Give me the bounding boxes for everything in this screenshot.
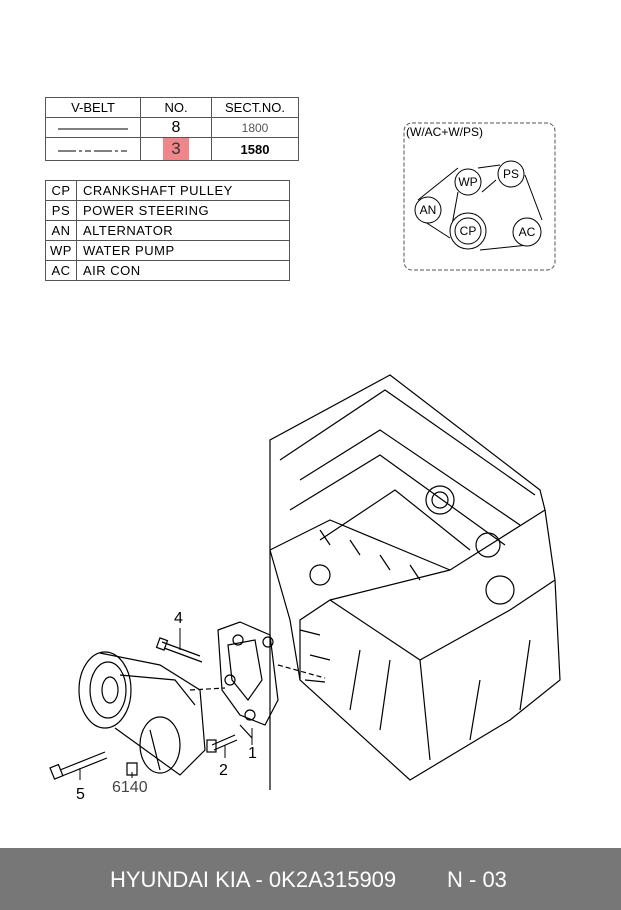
legend-code: WP bbox=[45, 240, 77, 261]
vbelt-sect-cell: 1800 bbox=[211, 117, 299, 138]
legend-code: AN bbox=[45, 220, 77, 241]
belt-routing-diagram: (W/AC+W/PS) WP PS AN CP AC bbox=[403, 122, 556, 271]
svg-text:PS: PS bbox=[503, 167, 519, 181]
svg-text:AC: AC bbox=[519, 225, 536, 239]
highlighted-part-number[interactable]: 3 bbox=[163, 138, 189, 160]
dashed-line-icon bbox=[58, 150, 128, 151]
bolts-drawing bbox=[49, 637, 253, 780]
callout-6140: 6140 bbox=[112, 779, 148, 796]
footer-bar: HYUNDAI KIA - 0K2A315909 N - 03 bbox=[0, 848, 621, 910]
engine-block-drawing bbox=[269, 374, 561, 790]
belt-diagram-title: (W/AC+W/PS) bbox=[406, 125, 483, 139]
legend-desc: WATER PUMP bbox=[75, 240, 290, 261]
legend-desc: ALTERNATOR bbox=[75, 220, 290, 241]
ac-compressor-drawing bbox=[78, 651, 226, 776]
callout-2: 2 bbox=[219, 762, 228, 779]
legend-desc: AIR CON bbox=[75, 260, 290, 281]
vbelt-col-header: V-BELT bbox=[45, 97, 141, 118]
legend-desc: CRANKSHAFT PULLEY bbox=[75, 180, 290, 201]
vbelt-no-cell: 3 bbox=[140, 137, 212, 161]
footer-page-code: N - 03 bbox=[447, 867, 507, 892]
vbelt-row: 3 1580 bbox=[45, 137, 299, 161]
legend-code: AC bbox=[45, 260, 77, 281]
footer-part-number: HYUNDAI KIA - 0K2A315909 bbox=[110, 867, 397, 892]
vbelt-no-cell: 8 bbox=[140, 117, 212, 138]
vbelt-table: V-BELT NO. SECT.NO. 8 1800 3 1580 bbox=[45, 97, 299, 161]
legend-desc: POWER STEERING bbox=[75, 200, 290, 221]
belt-line-solid bbox=[45, 117, 141, 138]
belt-line-dashed bbox=[45, 137, 141, 161]
callout-5: 5 bbox=[76, 786, 85, 803]
engine-exploded-illustration bbox=[49, 374, 561, 790]
svg-text:WP: WP bbox=[458, 175, 477, 189]
vbelt-row: 8 1800 bbox=[45, 117, 299, 138]
vbelt-header-row: V-BELT NO. SECT.NO. bbox=[45, 97, 299, 118]
callout-1: 1 bbox=[248, 745, 257, 762]
callout-leaders bbox=[79, 628, 253, 780]
pulley-cp: CP bbox=[449, 212, 487, 250]
legend-code: CP bbox=[45, 180, 77, 201]
pulley-ac: AC bbox=[512, 217, 542, 247]
solid-line-icon bbox=[58, 128, 128, 130]
vbelt-sect-cell[interactable]: 1580 bbox=[211, 137, 299, 161]
pulley-an: AN bbox=[414, 196, 442, 224]
compressor-bracket-drawing bbox=[217, 621, 326, 726]
callout-4: 4 bbox=[174, 610, 183, 627]
legend-code: PS bbox=[45, 200, 77, 221]
sect-col-header: SECT.NO. bbox=[211, 97, 299, 118]
svg-text:CP: CP bbox=[460, 224, 477, 238]
pulley-wp: WP bbox=[454, 168, 482, 196]
no-col-header: NO. bbox=[140, 97, 212, 118]
pulley-ps: PS bbox=[497, 160, 525, 188]
svg-text:AN: AN bbox=[420, 203, 437, 217]
